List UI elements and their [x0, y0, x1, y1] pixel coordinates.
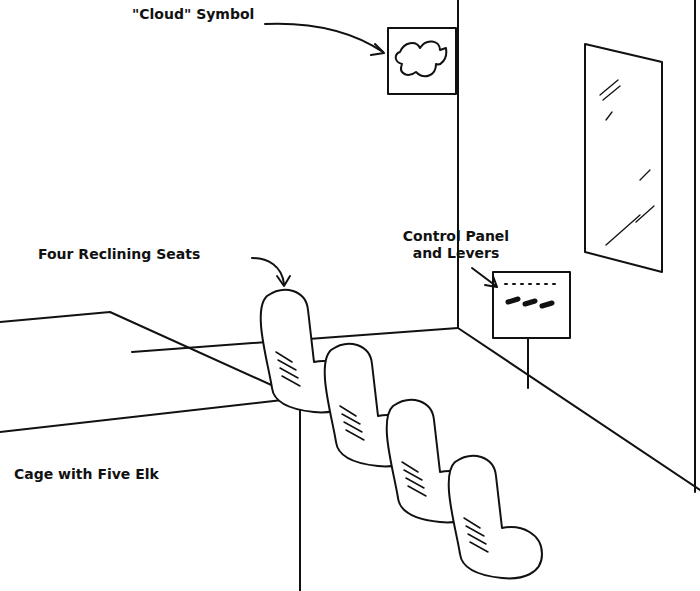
arrow-head: [485, 276, 497, 287]
cage-top-outline: [0, 312, 300, 591]
panel-levers: [508, 299, 552, 306]
symbol-label: "Cloud" Symbol: [132, 6, 292, 23]
reclining-seats: [261, 290, 542, 579]
cage-label: Cage with Five Elk: [14, 466, 214, 483]
seat: [449, 456, 542, 579]
arrow-head: [371, 44, 384, 55]
wall-corner-line: [457, 0, 459, 328]
glass-shine: [600, 80, 654, 245]
control-panel: [493, 272, 570, 338]
leader-line: [472, 268, 496, 286]
arrow-head: [277, 276, 290, 286]
leader-line: [265, 24, 383, 52]
window-frame: [585, 44, 662, 272]
panel-post: [527, 338, 529, 388]
cloud-symbol: [396, 41, 447, 76]
floor-wall-line: [458, 328, 700, 490]
seats-label: Four Reclining Seats: [38, 246, 258, 263]
panel-label: Control Panel and Levers: [400, 228, 512, 262]
cloud-frame: [388, 28, 456, 94]
wall-edge-line: [694, 0, 696, 492]
panel-lights: [505, 283, 555, 285]
cage-top-edge: [0, 398, 300, 432]
